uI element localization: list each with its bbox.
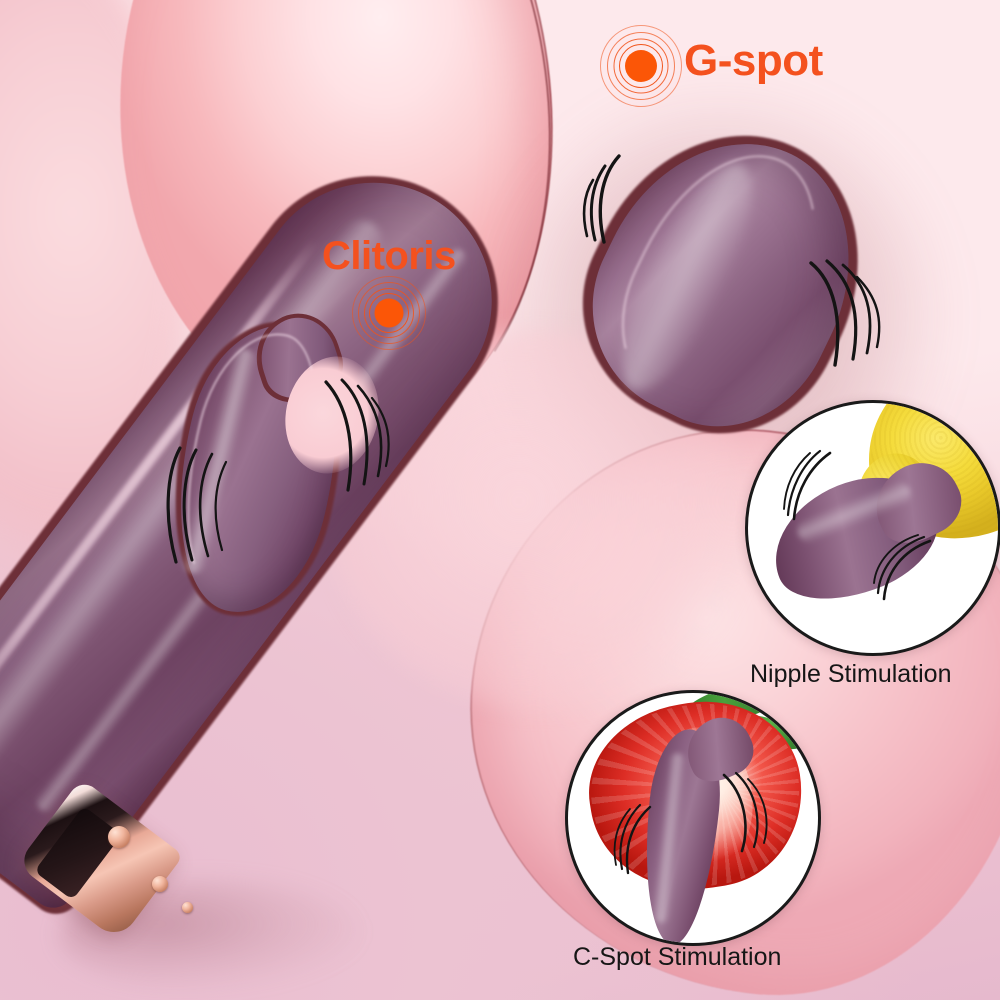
- inset-cspot-stimulation[interactable]: [565, 690, 821, 946]
- vibration-wave-arm-right: [316, 372, 396, 502]
- inset-vibration-wave-right: [716, 769, 774, 855]
- ripple-core: [374, 298, 404, 328]
- callout-label-clitoris: Clitoris: [322, 234, 456, 278]
- gspot-ripple-icon[interactable]: [600, 25, 682, 107]
- callout-label-gspot: G-spot: [684, 36, 823, 85]
- ripple-ring-2: [364, 288, 414, 338]
- vibration-wave-shaft-left: [166, 440, 248, 570]
- inset-vibration-wave-lower: [873, 534, 938, 607]
- ripple-core: [625, 50, 657, 82]
- ripple-ring-1: [369, 293, 409, 333]
- ripple-ring-2: [613, 38, 669, 94]
- ripple-ring-3: [358, 282, 420, 344]
- ripple-ring-1: [619, 44, 663, 88]
- vibration-wave-head-right: [795, 255, 885, 385]
- inset-caption-cspot: C-Spot Stimulation: [573, 943, 782, 971]
- ripple-ring-3: [607, 32, 675, 100]
- ripple-ring-4: [600, 25, 682, 107]
- clitoris-ripple-icon[interactable]: [352, 276, 426, 350]
- inset-vibration-wave-upper: [783, 447, 844, 525]
- vibration-wave-head-left: [582, 150, 655, 260]
- product-base-stud: [182, 902, 193, 913]
- inset-vibration-wave-left: [613, 803, 668, 877]
- product-base-stud: [108, 826, 130, 848]
- product-base-stud: [152, 876, 168, 892]
- inset-nipple-stimulation[interactable]: [745, 400, 1000, 656]
- ripple-ring-4: [352, 276, 426, 350]
- inset-caption-nipple: Nipple Stimulation: [750, 660, 952, 688]
